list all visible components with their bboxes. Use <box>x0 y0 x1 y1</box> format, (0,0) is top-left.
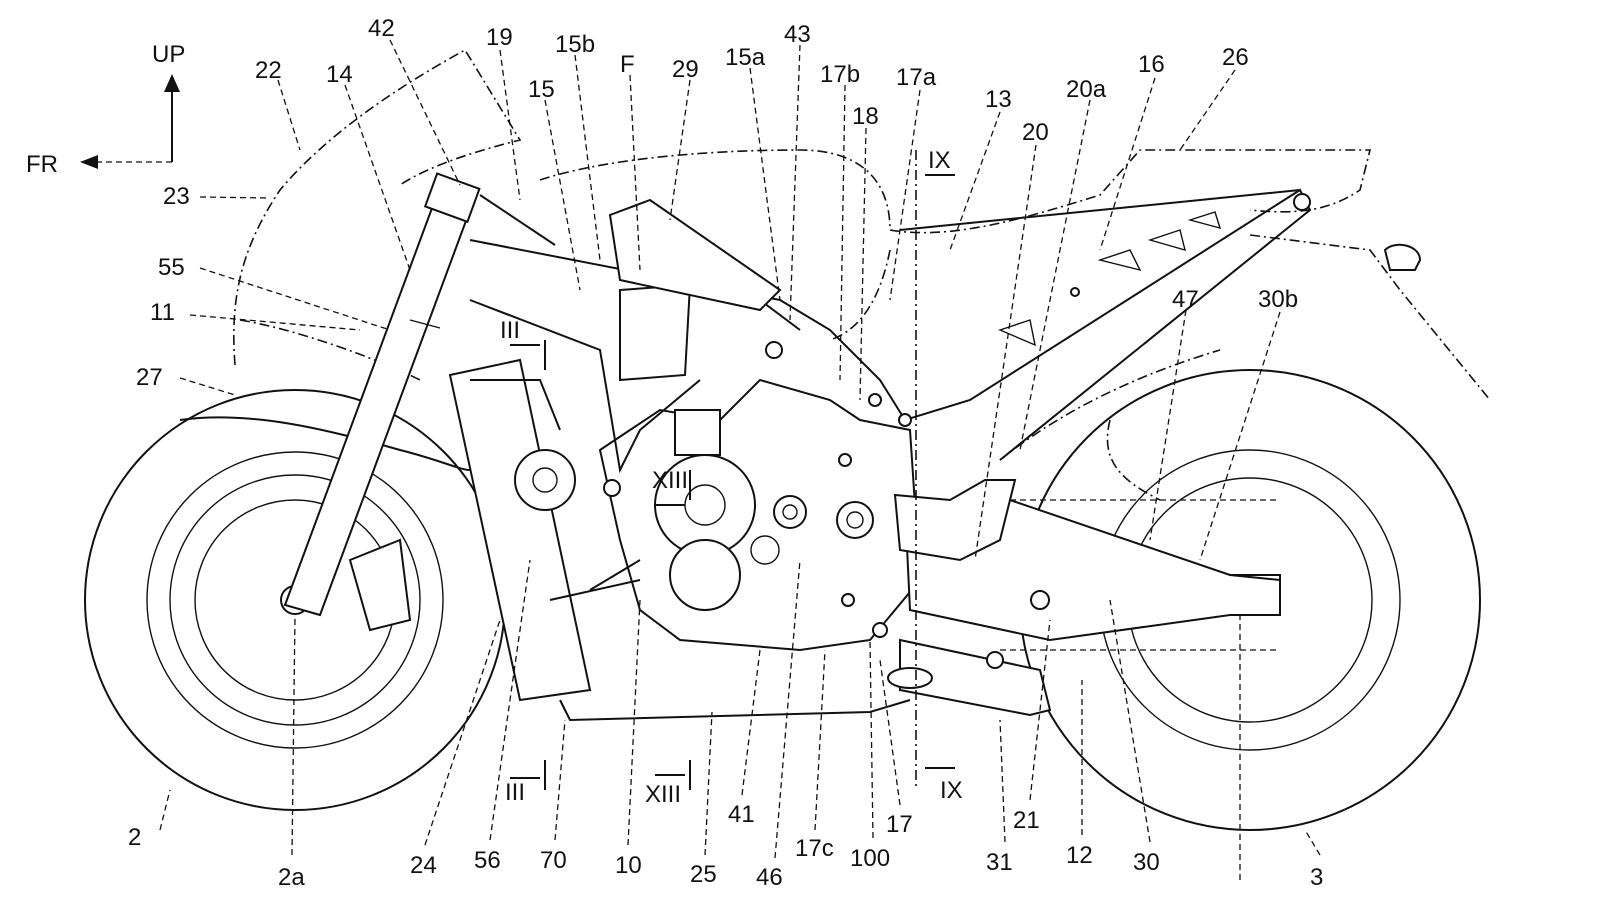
ref-label: 30 <box>1133 849 1160 876</box>
ref-label: 41 <box>728 801 755 828</box>
section-mark: XIII <box>645 781 681 808</box>
ref-label: 20a <box>1066 76 1107 103</box>
section-lines: III III XIII XIII IX IX <box>500 147 963 808</box>
section-mark: III <box>500 317 520 344</box>
ref-label: 10 <box>615 852 642 879</box>
ref-label: 55 <box>158 254 185 281</box>
ref-label: 13 <box>985 86 1012 113</box>
ref-label: 31 <box>986 849 1013 876</box>
ref-label: 11 <box>150 299 175 326</box>
ref-label: 3 <box>1310 864 1323 891</box>
fairing-outline <box>233 48 1491 501</box>
ref-label: 100 <box>850 845 890 872</box>
ref-label: 18 <box>852 103 879 130</box>
leader-lines <box>159 39 1321 880</box>
ref-label: 46 <box>756 864 783 891</box>
reference-numerals: 22 42 14 19 15b 15 F 29 15a 43 17b 17a 1… <box>128 15 1323 891</box>
ref-label: 30b <box>1258 286 1298 313</box>
footrest-bracket <box>893 479 1017 562</box>
ref-label: 25 <box>690 861 717 888</box>
exhaust <box>887 638 1052 717</box>
front-fork <box>283 172 556 632</box>
direction-indicator: UP FR <box>26 41 185 178</box>
ref-label: 16 <box>1138 51 1165 78</box>
ref-label: 19 <box>486 24 513 51</box>
ref-label: 20 <box>1022 119 1049 146</box>
ref-label: F <box>620 51 635 78</box>
ref-label: 23 <box>163 183 190 210</box>
ref-label: 47 <box>1172 286 1199 313</box>
up-label: UP <box>152 41 185 68</box>
ref-label: 17c <box>795 835 834 862</box>
main-frame <box>469 188 1422 474</box>
section-mark: IX <box>940 777 963 804</box>
ref-label: 17a <box>896 64 937 91</box>
ref-label: 43 <box>784 21 811 48</box>
ref-label: 42 <box>368 15 395 42</box>
ref-label: 21 <box>1013 807 1040 834</box>
front-label: FR <box>26 151 58 178</box>
ref-label: 2a <box>278 864 305 891</box>
section-mark: XIII <box>652 467 688 494</box>
ref-label: 17 <box>886 811 913 838</box>
ref-label: 24 <box>410 852 437 879</box>
ref-label: 27 <box>136 364 163 391</box>
ref-label: 12 <box>1066 842 1093 869</box>
ref-label: 26 <box>1222 44 1249 71</box>
ref-label: 15 <box>528 76 555 103</box>
ref-label: 17b <box>820 61 860 88</box>
section-mark: III <box>505 779 525 806</box>
radiator <box>448 358 592 702</box>
airbox <box>608 198 782 312</box>
ref-label: 15b <box>555 31 595 58</box>
ref-label: 56 <box>474 847 501 874</box>
ref-label: 2 <box>128 824 141 851</box>
ref-label: 15a <box>725 44 766 71</box>
engine <box>549 378 922 722</box>
ref-label: 70 <box>540 847 567 874</box>
section-mark: IX <box>928 147 951 174</box>
ref-label: 29 <box>672 56 699 83</box>
ref-label: 14 <box>326 61 353 88</box>
ref-label: 22 <box>255 57 282 84</box>
